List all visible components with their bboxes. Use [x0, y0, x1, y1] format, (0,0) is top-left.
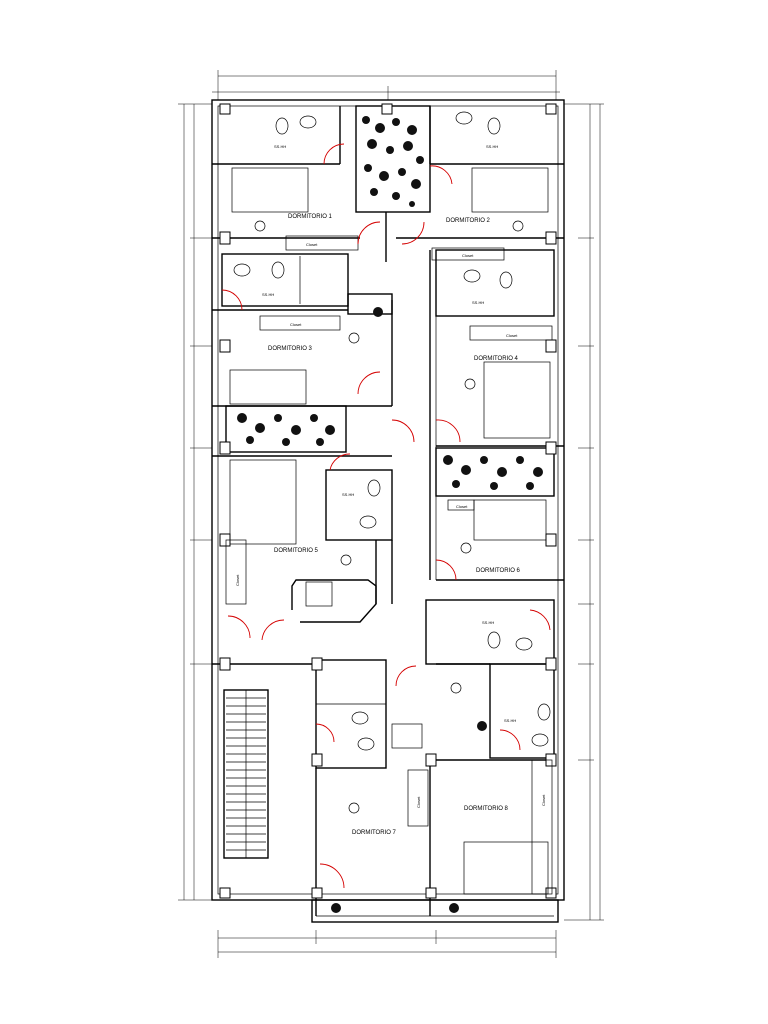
room-label-d4: DORMITORIO 4 — [474, 356, 519, 362]
beds — [229, 167, 551, 895]
bath-label-3: SS.HH — [262, 292, 274, 297]
patio-mid-left — [237, 413, 335, 446]
bed-d8 — [463, 841, 549, 895]
bath-label-1: SS.HH — [274, 144, 286, 149]
desks — [254, 220, 524, 814]
bath-label-2: SS.HH — [486, 144, 498, 149]
planter-hatches — [237, 116, 543, 913]
bath-label-5: SS.HH — [342, 492, 354, 497]
room-labels: DORMITORIO 1 DORMITORIO 2 DORMITORIO 3 D… — [268, 214, 521, 836]
bath-label-6: SS.HH — [482, 620, 494, 625]
room-label-d7: DORMITORIO 7 — [352, 830, 397, 836]
closet-label-7: Closet — [416, 796, 421, 808]
small-plants — [331, 307, 487, 913]
interior-walls — [212, 105, 564, 916]
room-label-d3: DORMITORIO 3 — [268, 346, 313, 352]
bed-d3 — [229, 369, 307, 405]
patio-mid-right — [443, 455, 543, 490]
room-label-d2: DORMITORIO 2 — [446, 218, 491, 224]
bath-label-4: SS.HH — [472, 300, 484, 305]
closet-labels: Closet Closet Closet Closet Closet Close… — [235, 242, 546, 808]
structural-columns — [219, 103, 557, 899]
bed-d6 — [473, 499, 547, 541]
bath-labels: SS.HH SS.HH SS.HH SS.HH SS.HH SS.HH SS.H… — [262, 144, 516, 723]
bed-d2 — [471, 167, 549, 213]
closet-bands — [225, 235, 553, 895]
room-label-d6: DORMITORIO 6 — [476, 568, 521, 574]
bed-d5 — [229, 459, 297, 545]
closet-label-3: Closet — [290, 322, 302, 327]
bed-d4 — [483, 361, 551, 439]
closet-label-5: Closet — [456, 504, 468, 509]
bed-d1 — [231, 167, 309, 213]
bath-label-7: SS.HH — [504, 718, 516, 723]
patio-top — [362, 116, 424, 207]
fixtures — [233, 111, 551, 751]
closet-label-8: Closet — [541, 794, 546, 806]
dimension-lines — [178, 70, 604, 958]
closet-label-2: Closet — [462, 253, 474, 258]
room-label-d8: DORMITORIO 8 — [464, 806, 509, 812]
room-label-d5: DORMITORIO 5 — [274, 548, 319, 554]
room-label-d1: DORMITORIO 1 — [288, 214, 333, 220]
staircase — [226, 690, 266, 858]
door-swings — [221, 143, 551, 889]
closet-label-1: Closet — [306, 242, 318, 247]
outer-walls — [211, 99, 565, 923]
closet-label-4: Closet — [506, 333, 518, 338]
closet-label-6: Closet — [235, 574, 240, 586]
